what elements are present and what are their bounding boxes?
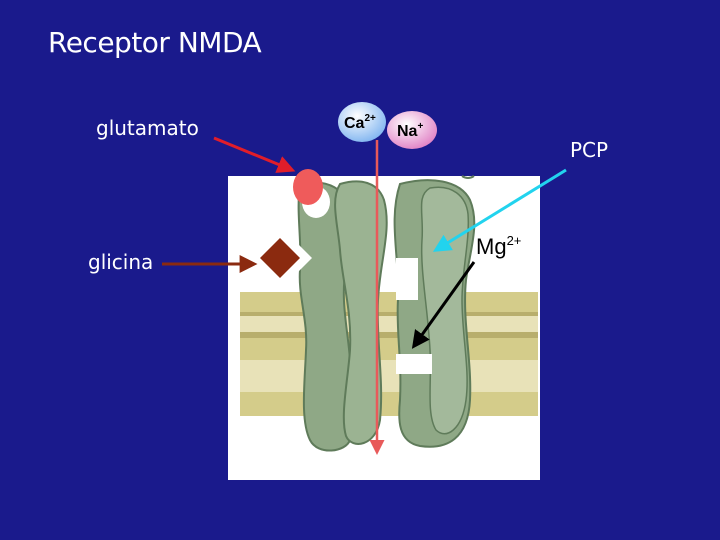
membrane-divider bbox=[240, 332, 538, 338]
calcium-ion-label: Ca2+ bbox=[344, 113, 376, 132]
slide-title: Receptor NMDA bbox=[48, 26, 262, 59]
membrane-outer-band bbox=[240, 292, 538, 312]
membrane-lower-band bbox=[240, 392, 538, 416]
pcp-label: PCP bbox=[570, 138, 609, 162]
glycine-ligand-diamond bbox=[260, 238, 300, 278]
glutamate-label: glutamato bbox=[96, 116, 199, 140]
glutamate-ligand-oval bbox=[293, 169, 323, 205]
pcp-arrow bbox=[432, 168, 567, 252]
sodium-ion-label: Na+ bbox=[397, 121, 423, 140]
mg-site-upper bbox=[396, 258, 418, 300]
mg-arrow bbox=[411, 261, 476, 349]
mg-label: Mg2+ bbox=[476, 233, 521, 259]
membrane-core bbox=[240, 360, 538, 392]
mg-site-lower bbox=[396, 354, 432, 374]
glutamate-arrow bbox=[213, 136, 296, 173]
membrane-divider bbox=[240, 312, 538, 316]
sodium-ion-bubble bbox=[387, 111, 437, 149]
panel-edge-mark bbox=[461, 175, 475, 179]
calcium-ion-bubble bbox=[338, 102, 386, 142]
receptor-center-subunit bbox=[334, 180, 388, 445]
membrane-middle-band bbox=[240, 316, 538, 332]
glycine-label: glicina bbox=[88, 250, 154, 274]
membrane-inner-band bbox=[240, 338, 538, 360]
